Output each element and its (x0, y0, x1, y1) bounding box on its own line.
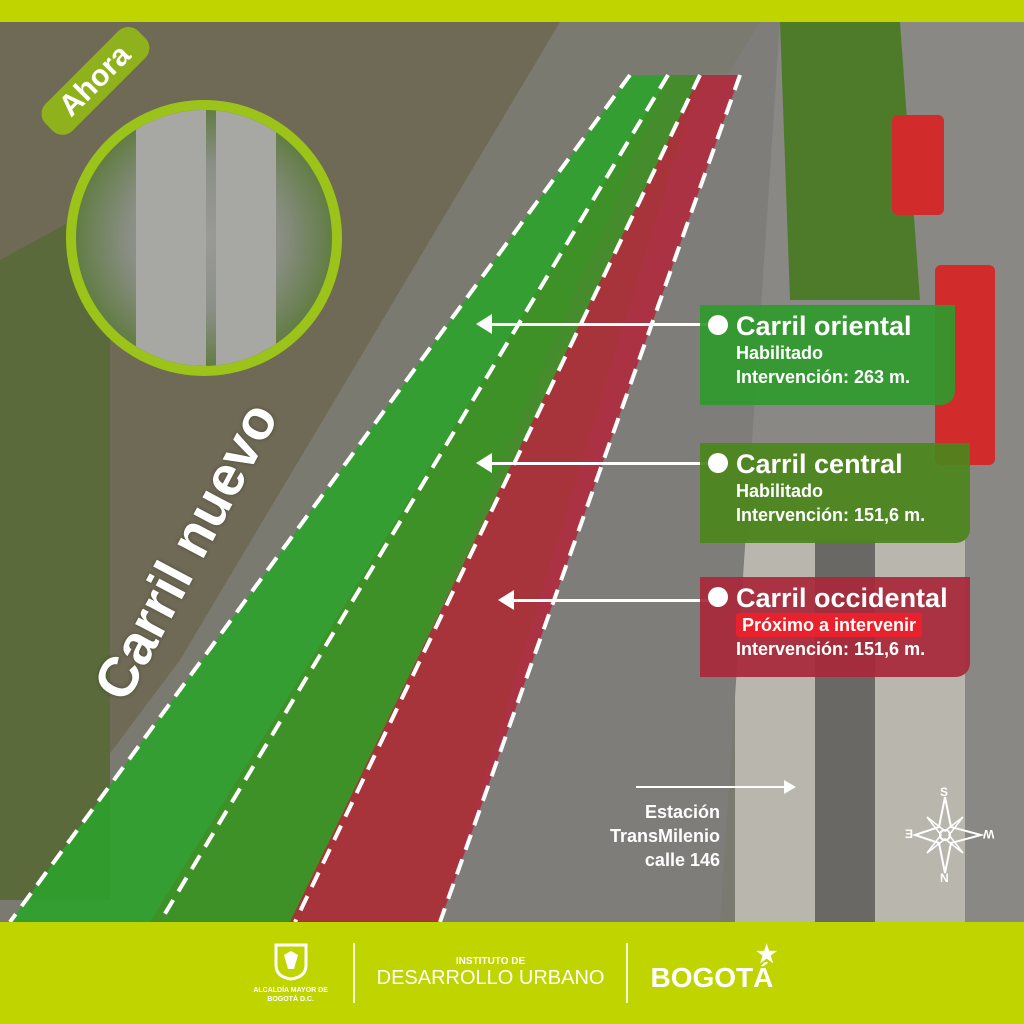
divider (352, 943, 355, 1003)
lane-intervention: Intervención: 151,6 m. (736, 505, 926, 525)
star-icon: ★ (755, 941, 778, 968)
lane-title: Carril occidental (736, 583, 948, 613)
lane-title: Carril oriental (736, 311, 912, 341)
idu-big-text: DESARROLLO URBANO (376, 967, 605, 989)
green-lane-new (10, 75, 670, 922)
divider (626, 943, 629, 1003)
dot-icon (708, 315, 728, 335)
lane-status: Habilitado (736, 481, 824, 501)
alcaldia-logo: ALCALDÍA MAYOR DE BOGOTÁ D.C. (251, 943, 331, 1004)
station-arrow (636, 780, 796, 794)
station-line-3: calle 146 (644, 850, 720, 870)
bogota-logo: BOGOTÁ ★ (650, 941, 777, 994)
dot-icon (708, 453, 728, 473)
lane-label-central: Carril central Habilitado Intervención: … (700, 443, 970, 543)
compass-n: N (940, 871, 949, 885)
arrow-central (476, 453, 720, 473)
lane-label-oriental: Carril oriental Habilitado Intervención:… (700, 305, 955, 405)
compass-e: E (905, 827, 914, 841)
before-photo-inset (66, 100, 342, 376)
lane-intervention: Intervención: 263 m. (736, 367, 911, 387)
red-lane (290, 75, 740, 922)
idu-logo: INSTITUTO DE DESARROLLO URBANO (377, 956, 605, 990)
station-label: Estación TransMilenio calle 146 (610, 800, 720, 872)
dot-icon (708, 587, 728, 607)
idu-small-text: INSTITUTO DE (455, 956, 526, 967)
bogota-text: BOGOTÁ (650, 962, 774, 993)
arrow-oriental (476, 314, 720, 334)
lane-status-badge: Próximo a intervenir (736, 613, 923, 637)
lane-label-occidental: Carril occidental Próximo a intervenir I… (700, 577, 970, 677)
alcaldia-text: ALCALDÍA MAYOR DE BOGOTÁ D.C. (253, 986, 328, 1003)
top-bar (0, 0, 1024, 22)
lane-intervention: Intervención: 151,6 m. (736, 639, 926, 659)
arrow-occidental (498, 590, 720, 610)
coat-of-arms-icon (274, 943, 308, 981)
compass-rose-icon: S N E W (905, 785, 995, 885)
compass-w: W (983, 827, 995, 841)
lane-title: Carril central (736, 449, 903, 479)
footer-logos: ALCALDÍA MAYOR DE BOGOTÁ D.C. INSTITUTO … (0, 922, 1024, 1024)
station-line-2: TransMilenio (610, 826, 721, 846)
compass-s: S (940, 785, 949, 799)
lane-status: Habilitado (736, 343, 824, 363)
station-line-1: Estación (644, 802, 720, 822)
